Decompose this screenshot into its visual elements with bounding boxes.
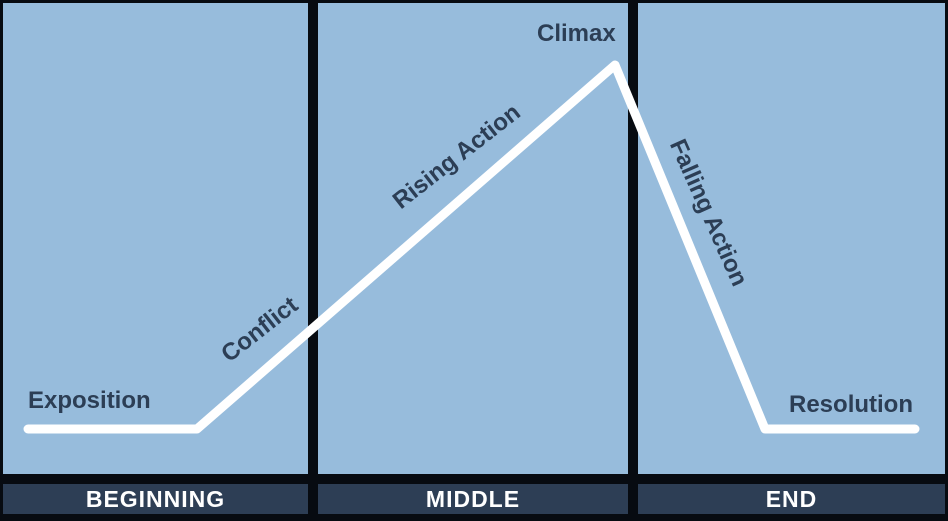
panel-middle [318, 3, 628, 474]
section-end-label: END [765, 485, 818, 512]
section-middle: MIDDLE [318, 484, 628, 514]
panel-end [638, 3, 945, 474]
section-middle-label: MIDDLE [425, 485, 521, 512]
panel-beginning [3, 3, 308, 474]
section-end: END [638, 484, 945, 514]
section-beginning: BEGINNING [3, 484, 308, 514]
section-beginning-label: BEGINNING [85, 485, 226, 512]
